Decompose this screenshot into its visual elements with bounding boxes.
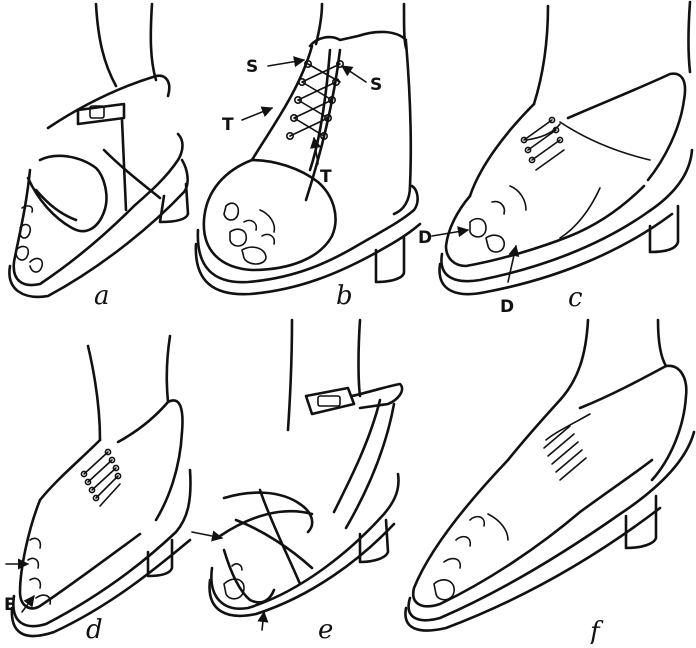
marker-d-bottom: D	[500, 297, 514, 317]
caption-e: e	[318, 615, 333, 644]
marker-d-left: D	[418, 228, 432, 248]
panel-f-shoe-drawing	[405, 320, 694, 631]
marker-t-right: T	[320, 167, 332, 187]
caption-a: a	[94, 281, 110, 311]
marker-e: E	[4, 595, 16, 615]
caption-c: c	[568, 283, 583, 313]
caption-f: f	[588, 617, 604, 644]
caption-b: b	[336, 281, 353, 311]
marker-s-left: S	[246, 57, 258, 77]
marker-s-right: S	[370, 75, 382, 95]
panel-e-shoe-drawing	[210, 320, 403, 616]
panel-a-shoe-drawing	[9, 4, 188, 297]
panel-d-shoe-drawing	[12, 336, 191, 636]
caption-d: d	[86, 615, 103, 644]
panel-c-shoe-drawing	[440, 2, 692, 294]
marker-t-left: T	[222, 115, 234, 135]
panel-b-shoe-drawing	[196, 4, 420, 294]
